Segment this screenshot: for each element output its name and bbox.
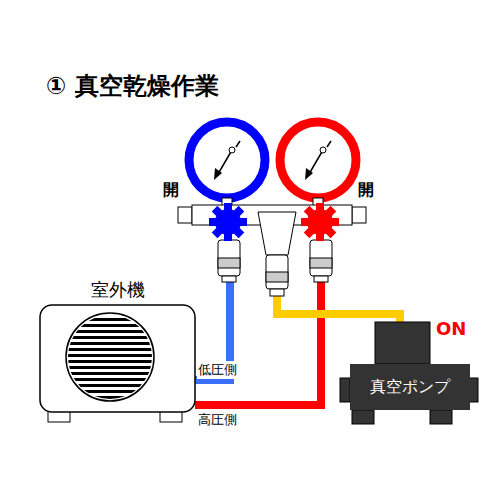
outdoor-unit: 室外機	[40, 278, 195, 412]
high-side-label: 高圧側	[197, 411, 238, 429]
valve-open-label: 開	[163, 180, 179, 201]
manifold	[178, 205, 366, 296]
outdoor-unit-drawing	[40, 305, 195, 422]
diagram-title: ① 真空乾燥作業	[46, 70, 219, 102]
valve-open-label: 開	[358, 180, 374, 201]
high-hose	[195, 282, 321, 405]
low-gauge	[189, 122, 265, 198]
outdoor-unit-label: 室外機	[91, 278, 145, 302]
low-side-label: 低圧側	[197, 361, 238, 379]
power-on-label: ON	[436, 318, 466, 339]
vacuum-pump-label: 真空ポンプ	[370, 377, 450, 398]
high-gauge	[280, 122, 356, 198]
low-valve	[209, 203, 247, 241]
vacuum-pump: 真空ポンプ	[350, 364, 470, 410]
high-valve	[301, 203, 339, 241]
